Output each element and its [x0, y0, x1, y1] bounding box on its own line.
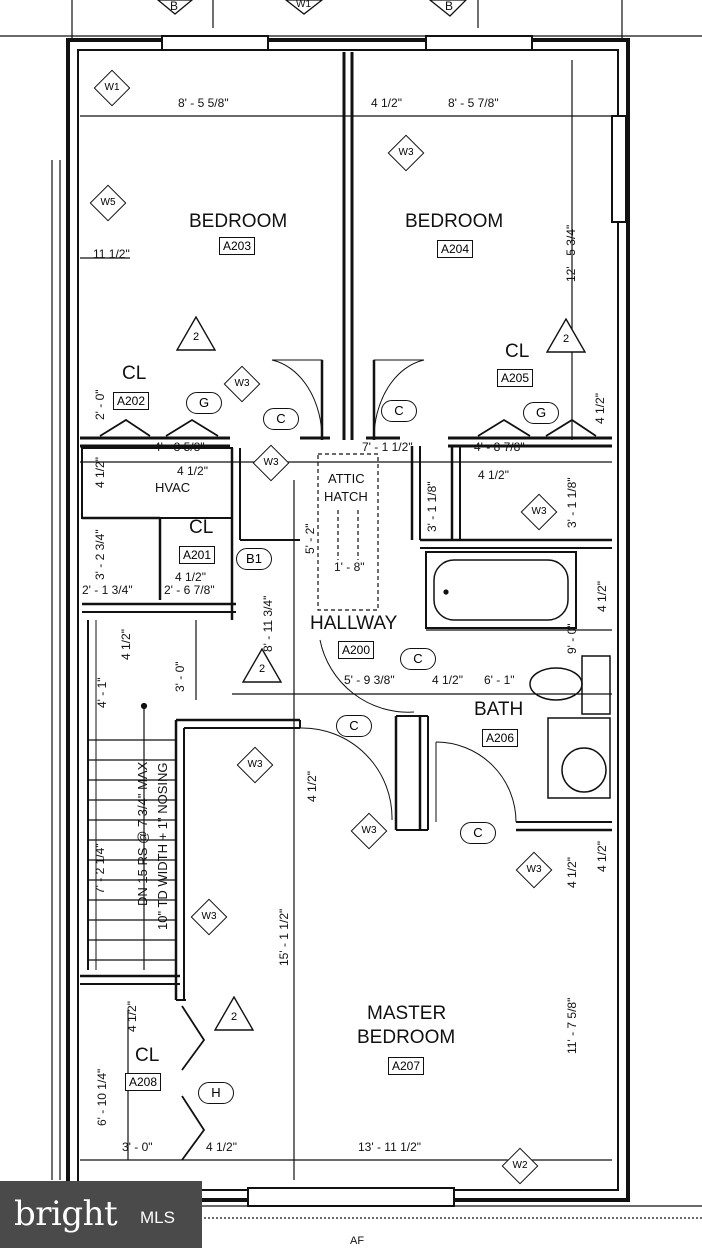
hatch-label: HATCH: [324, 489, 368, 504]
door-h-a208: H: [198, 1082, 234, 1104]
room-code-a206: A206: [482, 729, 519, 747]
dim-wall-k: 4 1/2": [125, 1001, 139, 1032]
dim-cl-a201-width: 2' - 6 7/8": [164, 583, 215, 597]
door-c-a203: C: [263, 408, 299, 430]
dim-closet-depth-left: 3' - 1 1/8": [425, 481, 439, 532]
revision-triangle-4: 2: [214, 996, 254, 1032]
dim-wall-d: 4 1/2": [93, 457, 107, 488]
revision-triangle-2: 2: [546, 318, 586, 354]
dim-hvac-width: 2' - 1 3/4": [82, 583, 133, 597]
dim-wall-c: 4 1/2": [478, 468, 509, 482]
room-label-cl-a202: CL: [122, 363, 147, 384]
room-label-cl-a205: CL: [505, 341, 530, 362]
dim-hall-depth: 5' - 2": [303, 523, 317, 554]
w1-marker-top: W1: [296, 0, 311, 10]
revision-triangle-3: 2: [242, 648, 282, 684]
dim-wall-h: 4 1/2": [432, 673, 463, 687]
door-c-a204: C: [381, 400, 417, 422]
watermark-mls: MLS: [140, 1208, 175, 1227]
dim-bedroom-a204-width: 8' - 5 7/8": [448, 96, 499, 110]
room-label-bedroom-a203: BEDROOM: [189, 211, 288, 232]
stair-note-tread: 10" TD WIDTH + 1" NOSING: [155, 762, 170, 930]
dim-attic-width: 1' - 8": [334, 560, 365, 574]
room-code-a205: A205: [497, 369, 534, 387]
dim-cl-a208-depth: 6' - 10 1/4": [95, 1068, 109, 1126]
hvac-label: HVAC: [155, 480, 191, 495]
room-code-a203: A203: [219, 237, 256, 255]
room-label-bath: BATH: [474, 699, 524, 720]
dim-wall-e: 4 1/2": [175, 570, 206, 584]
dim-bedroom-a204-depth: 12' - 5 3/4": [564, 224, 578, 282]
b-marker-right: B: [445, 0, 454, 13]
dim-wall-g: 4 1/2": [119, 629, 133, 660]
room-label-hallway: HALLWAY: [310, 613, 398, 634]
dim-wall-f: 4 1/2": [595, 581, 609, 612]
dim-right-wall-a: 4 1/2": [593, 393, 607, 424]
dim-cl-a205-width: 4' - 8 7/8": [474, 440, 525, 454]
dim-stair-landing: 4' - 1": [95, 677, 109, 708]
room-code-a200: A200: [338, 641, 375, 659]
b-marker-left: B: [170, 0, 179, 13]
dim-hall-length: 8' - 11 3/4": [261, 595, 275, 652]
revision-triangle-1: 2: [176, 316, 216, 352]
dim-wall-l: 4 1/2": [206, 1140, 237, 1154]
dim-cl-a202-depth: 2' - 0": [93, 389, 107, 420]
room-code-a208: A208: [125, 1073, 162, 1091]
room-label-cl-a201: CL: [189, 517, 214, 538]
door-g-a202: G: [186, 392, 222, 414]
dim-wall-i: 4 1/2": [305, 771, 319, 802]
dim-cl-a202-width: 4' - 8 5/8": [154, 440, 205, 454]
dim-hall-top: 7' - 1 1/2": [362, 440, 413, 454]
door-g-a205: G: [523, 402, 559, 424]
dim-wall-j: 4 1/2": [565, 857, 579, 888]
bright-mls-watermark: bright MLS: [0, 1181, 202, 1248]
dim-hvac-depth: 3' - 2 3/4": [93, 529, 107, 580]
door-c-master: C: [336, 715, 372, 737]
dim-master-depth: 15' - 1 1/2": [277, 908, 291, 966]
attic-label: ATTIC: [328, 471, 365, 486]
room-label-master-bedroom: BEDROOM: [357, 1027, 456, 1048]
room-label-cl-a208: CL: [135, 1045, 160, 1066]
room-label-bedroom-a204: BEDROOM: [405, 211, 504, 232]
dim-center-wall: 4 1/2": [371, 96, 402, 110]
dim-left-wall: 11 1/2": [93, 247, 130, 261]
dim-landing: 3' - 0": [173, 661, 187, 692]
dim-bath-width: 6' - 1": [484, 673, 515, 687]
watermark-brand: bright: [14, 1194, 118, 1234]
door-b1-a201: B1: [236, 548, 272, 570]
dim-hall-width: 5' - 9 3/8": [344, 673, 395, 687]
room-code-a201: A201: [179, 546, 216, 564]
stair-note-risers: DN 15 RS @ 7 3/4" MAX.: [135, 758, 150, 906]
af-marker: AF: [350, 1235, 365, 1247]
door-c-bath-inner: C: [460, 822, 496, 844]
dim-master-width: 13' - 11 1/2": [358, 1140, 422, 1154]
dim-cl-a208-width: 3' - 0": [122, 1140, 153, 1154]
dim-bath-depth: 9' - 0": [565, 623, 579, 654]
dim-wall-b: 4 1/2": [177, 464, 208, 478]
dim-master-depth-right: 11' - 7 5/8": [565, 997, 579, 1054]
room-label-master: MASTER: [367, 1003, 447, 1024]
door-c-bath: C: [400, 648, 436, 670]
dim-wall-m: 4 1/2": [595, 841, 609, 872]
room-code-a207: A207: [388, 1057, 425, 1075]
room-code-a202: A202: [113, 392, 150, 410]
dim-bedroom-a203-width: 8' - 5 5/8": [178, 96, 229, 110]
dim-stair-length: 7' - 2 1/4": [93, 843, 107, 894]
dim-closet-depth-right: 3' - 1 1/8": [565, 477, 579, 528]
room-code-a204: A204: [437, 240, 474, 258]
